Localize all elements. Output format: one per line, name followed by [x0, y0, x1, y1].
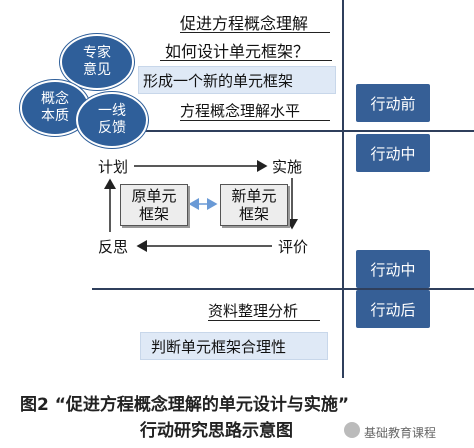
figure-caption-line2: 行动研究思路示意图: [140, 421, 293, 441]
new-framework-bar: 形成一个新的单元框架: [138, 66, 336, 94]
question-design-framework: 如何设计单元框架？: [165, 42, 310, 61]
bubble-label: 概念本质: [41, 91, 69, 124]
figure-caption-line1: 图2 “促进方程概念理解的单元设计与实施”: [20, 395, 350, 415]
underline: [208, 320, 320, 321]
bubble-expert-opinion: 专家意见: [60, 34, 134, 90]
phase-divider-bottom: [92, 288, 474, 290]
stage-before-action: 行动前: [356, 84, 430, 122]
cycle-implement-label: 实施: [272, 158, 303, 176]
data-analysis-label: 资料整理分析: [208, 302, 299, 320]
old-unit-framework-card: 原单元框架: [120, 184, 188, 226]
phase-divider-top: [112, 130, 474, 132]
new-unit-framework-card: 新单元框架: [220, 184, 288, 226]
cycle-plan-label: 计划: [98, 158, 129, 176]
stage-during-action-1: 行动中: [356, 134, 430, 172]
watermark-text: 基础教育课程: [364, 426, 437, 440]
bubble-label: 专家意见: [83, 45, 111, 78]
bubble-label: 一线反馈: [98, 103, 126, 136]
underline: [160, 60, 332, 61]
card-label: 新单元框架: [231, 187, 277, 223]
stage-after-action: 行动后: [356, 290, 430, 328]
understanding-level-label: 方程概念理解水平: [180, 102, 301, 120]
bubble-frontline-feedback: 一线反馈: [76, 92, 148, 148]
judge-rationality-bar: 判断单元框架合理性: [140, 332, 328, 360]
wechat-icon: [344, 422, 360, 438]
underline: [180, 120, 330, 121]
cycle-reflect-label: 反思: [98, 238, 129, 256]
stage-during-action-2: 行动中: [356, 250, 430, 288]
card-label: 原单元框架: [131, 187, 177, 223]
cycle-evaluate-label: 评价: [278, 238, 309, 256]
timeline-vertical-line: [342, 0, 344, 378]
underline: [180, 32, 330, 33]
question-promote-understanding: 促进方程概念理解: [180, 14, 309, 33]
